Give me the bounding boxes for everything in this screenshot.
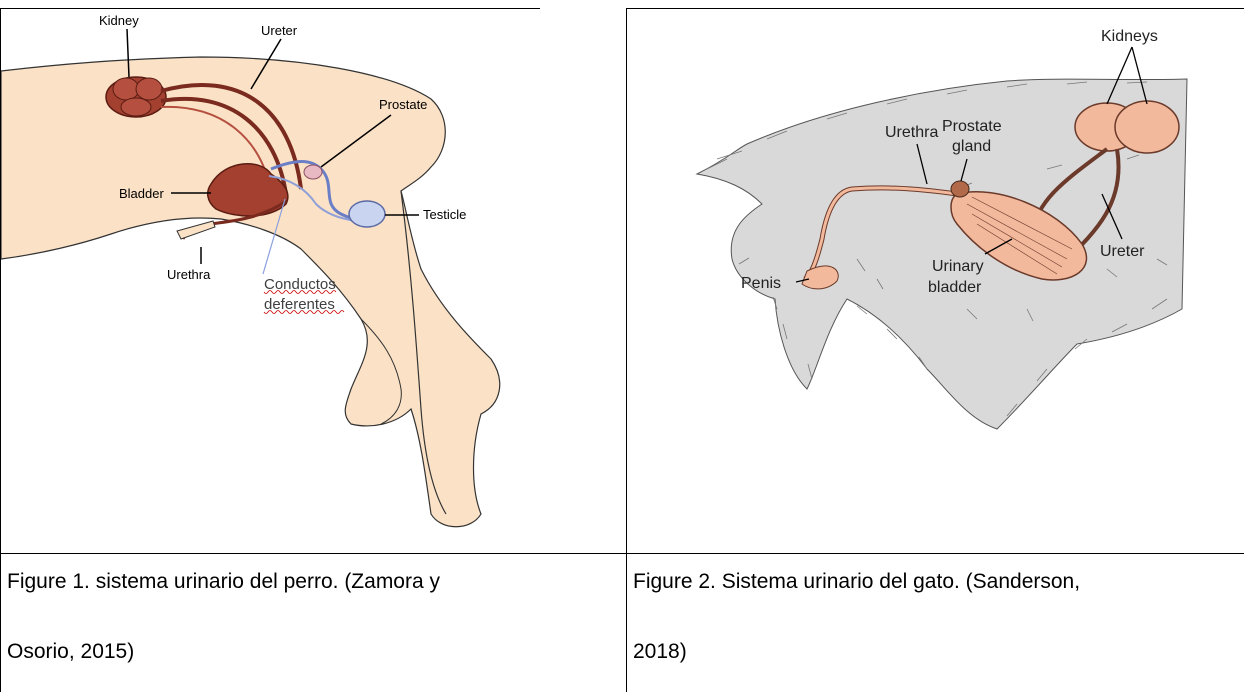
cat-kidney-2 — [1115, 101, 1179, 153]
cat-urinary-diagram: Kidneys Prostate gland Urethra Penis Uri… — [627, 9, 1244, 553]
prostate-organ — [304, 165, 322, 179]
prostate-label: Prostate — [379, 97, 427, 112]
dog-body — [1, 57, 500, 527]
table-row-divider — [0, 553, 1244, 554]
conductos-label-line2: deferentes — [264, 296, 335, 313]
prostate-gland-label-line1: Prostate — [942, 118, 1002, 135]
penis-label: Penis — [741, 275, 781, 292]
urethra-label: Urethra — [885, 124, 938, 141]
prostate-gland-label-line2: gland — [952, 138, 991, 155]
urinary-bladder-label-line1: Urinary — [932, 258, 984, 275]
figure1-caption-line1: Figure 1. sistema urinario del perro. (Z… — [7, 570, 440, 594]
figure2-image: Kidneys Prostate gland Urethra Penis Uri… — [627, 9, 1244, 553]
dog-urinary-diagram: Kidney Ureter Prostate Bladder Testicle … — [1, 9, 626, 553]
penis-shape — [177, 221, 215, 239]
kidney-label: Kidney — [99, 13, 139, 28]
kidney-organ — [106, 77, 166, 117]
figure2-caption-line2: 2018) — [633, 640, 687, 664]
cat-prostate — [951, 181, 969, 197]
bladder-label: Bladder — [119, 186, 164, 201]
ureter-label: Ureter — [1100, 243, 1145, 260]
urinary-bladder-label-line2: bladder — [928, 279, 982, 296]
urethra-label: Urethra — [167, 267, 211, 282]
figure2-caption-line1: Figure 2. Sistema urinario del gato. (Sa… — [633, 570, 1080, 594]
figure1-image: Kidney Ureter Prostate Bladder Testicle … — [1, 9, 626, 553]
ureter-label: Ureter — [261, 23, 298, 38]
figure1-caption-line2: Osorio, 2015) — [7, 640, 134, 664]
kidneys-label: Kidneys — [1101, 28, 1158, 45]
testicle-organ — [349, 201, 385, 227]
testicle-label: Testicle — [423, 207, 466, 222]
